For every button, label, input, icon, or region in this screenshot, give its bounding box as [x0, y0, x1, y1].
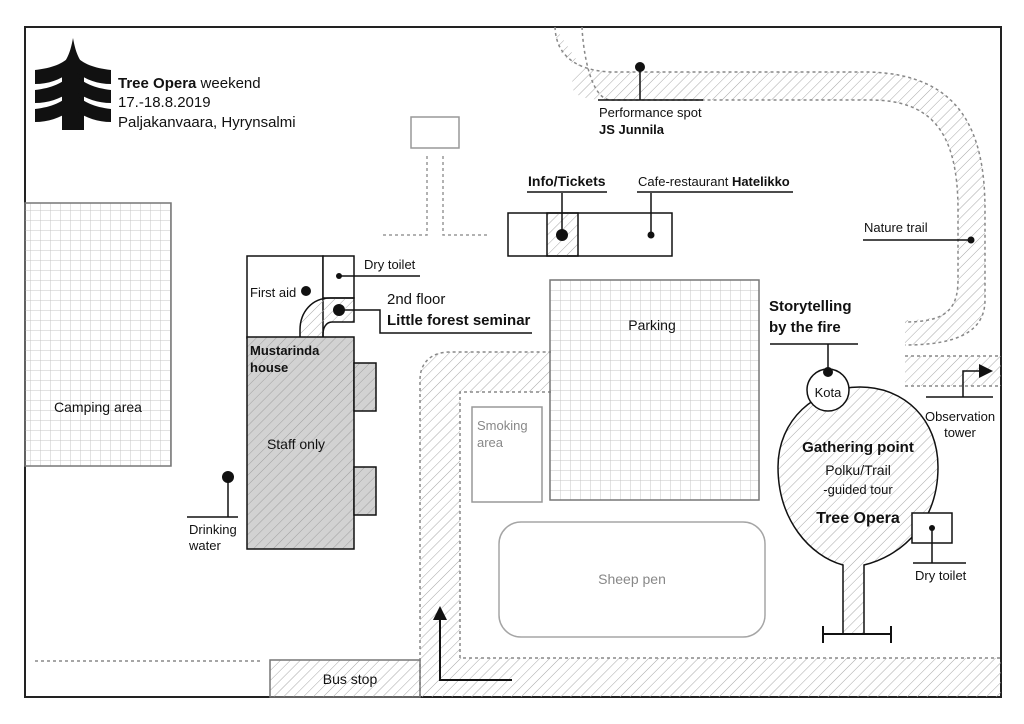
smoking-area[interactable] — [471, 406, 543, 503]
mustarinda-house[interactable] — [246, 255, 377, 550]
info-cafe-building[interactable] — [507, 212, 673, 257]
staff-only-label: Staff only — [267, 436, 325, 452]
polku-trail-label: Polku/Trail — [825, 462, 891, 478]
performance-spot-label: Performance spot — [599, 105, 702, 120]
observation-tower-label-line1: Observation — [925, 409, 995, 424]
arrow-up-icon — [433, 606, 447, 620]
observation-tower-arrow — [962, 370, 980, 397]
tree-opera-label: Tree Opera — [816, 510, 900, 527]
nature-trail-label: Nature trail — [864, 220, 928, 235]
smoking-label-line1: Smoking — [477, 418, 528, 433]
event-dates: 17.-18.8.2019 — [118, 94, 211, 111]
dry-toilet-house-label: Dry toilet — [364, 257, 416, 272]
svg-text:Tree Opera weekend: Tree Opera weekend — [118, 75, 261, 92]
camping-area-label: Camping area — [54, 399, 142, 415]
storytelling-label-line2: by the fire — [769, 319, 841, 336]
event-location: Paljakanvaara, Hyrynsalmi — [118, 114, 296, 131]
smoking-label-line2: area — [477, 435, 504, 450]
bus-stop-label: Bus stop — [323, 671, 378, 687]
event-title-rest: weekend — [196, 75, 260, 92]
svg-text:Cafe-restaurant Hatelikko: Cafe-restaurant Hatelikko — [638, 174, 790, 189]
cafe-name-label: Hatelikko — [732, 174, 790, 189]
camping-area[interactable] — [24, 202, 172, 467]
road — [419, 351, 1001, 697]
arrow-right-icon — [979, 364, 993, 378]
second-floor-label: 2nd floor — [387, 291, 445, 308]
storytelling-label-line1: Storytelling — [769, 298, 852, 315]
observation-tower-label-line2: tower — [944, 425, 976, 440]
drinking-water-label-line2: water — [188, 538, 221, 553]
kota-label: Kota — [815, 385, 843, 400]
spruce-tree-icon — [35, 38, 111, 130]
bus-stop[interactable] — [269, 659, 421, 698]
event-title-bold: Tree Opera — [118, 75, 197, 92]
gathering-point-label: Gathering point — [802, 439, 914, 456]
parking-label: Parking — [628, 317, 675, 333]
seminar-label: Little forest seminar — [387, 312, 531, 329]
cafe-prefix-label: Cafe-restaurant — [638, 174, 732, 189]
first-aid-label: First aid — [250, 285, 296, 300]
small-building — [410, 116, 460, 149]
dry-toilet-gathering-label: Dry toilet — [915, 568, 967, 583]
entrance-arrow — [439, 620, 512, 681]
guided-tour-label: -guided tour — [823, 482, 893, 497]
parking-area[interactable] — [549, 279, 760, 501]
nature-trail-marker[interactable] — [967, 236, 975, 244]
mustarinda-label-line1: Mustarinda — [250, 343, 320, 358]
performance-artist-label: JS Junnila — [599, 122, 665, 137]
sheep-pen[interactable] — [498, 521, 766, 638]
first-aid-marker[interactable] — [301, 286, 311, 296]
info-tickets-label: Info/Tickets — [528, 173, 606, 189]
sheep-pen-label: Sheep pen — [598, 571, 666, 587]
mustarinda-label-line2: house — [250, 360, 288, 375]
drinking-water-label-line1: Drinking — [189, 522, 237, 537]
